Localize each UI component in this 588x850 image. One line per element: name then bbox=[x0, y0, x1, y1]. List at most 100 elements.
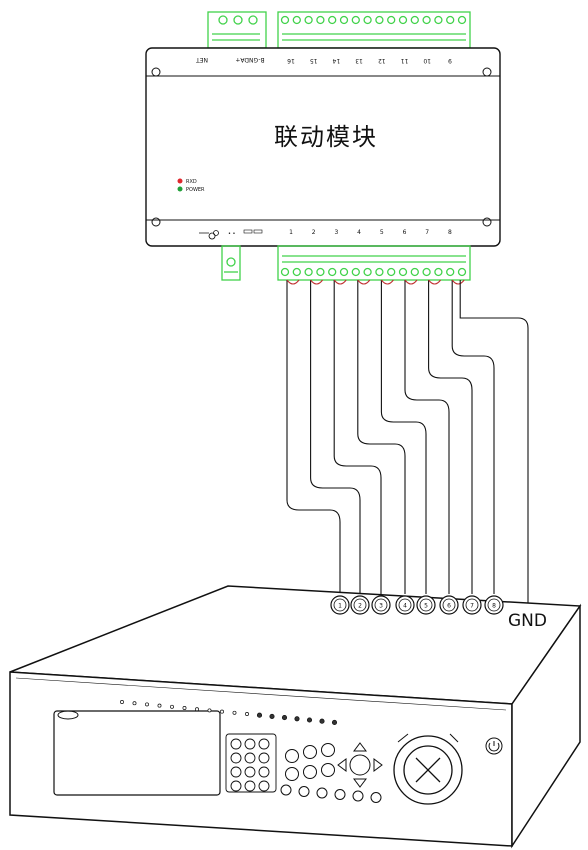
status-led-icon bbox=[331, 719, 338, 725]
terminal-screw-icon bbox=[387, 267, 396, 277]
alarm-input-label: 1 bbox=[338, 603, 342, 610]
terminal-screw-icon bbox=[339, 267, 349, 277]
alarm-input-terminal: 3 bbox=[371, 595, 391, 615]
alarm-input-terminal: 7 bbox=[462, 595, 482, 615]
terminal-screw-icon bbox=[328, 15, 337, 25]
terminal-screw-icon bbox=[316, 15, 325, 25]
dvr-keypad bbox=[225, 733, 277, 793]
keypad-key[interactable] bbox=[258, 738, 270, 750]
terminal-screw-icon bbox=[339, 15, 349, 25]
keypad-key[interactable] bbox=[258, 780, 270, 792]
terminal-screw-icon bbox=[328, 267, 337, 277]
terminal-screw-icon bbox=[292, 15, 301, 25]
alarm-input-terminal: 4 bbox=[395, 595, 415, 615]
alarm-input-label: 7 bbox=[470, 603, 474, 610]
alarm-wire bbox=[357, 280, 406, 594]
terminal-screw-icon bbox=[422, 15, 431, 25]
dvr-side-face bbox=[511, 603, 581, 849]
bottom-port-label: 4 bbox=[357, 229, 361, 236]
status-led-icon bbox=[207, 708, 212, 713]
playback-button[interactable] bbox=[334, 789, 346, 800]
bottom-terminal-block-power bbox=[221, 245, 241, 281]
dvr-power-button[interactable] bbox=[485, 737, 503, 755]
terminal-screw-icon bbox=[446, 15, 455, 25]
module-title: 联动模块 bbox=[274, 123, 378, 151]
terminal-screw-icon bbox=[387, 15, 396, 25]
top-port-label: 11 bbox=[401, 57, 409, 64]
status-led-icon bbox=[245, 712, 249, 716]
terminal-screw-icon bbox=[410, 267, 419, 277]
keypad-key[interactable] bbox=[244, 752, 256, 764]
keypad-key[interactable] bbox=[230, 738, 242, 750]
terminal-screw-icon bbox=[292, 267, 301, 277]
keypad-key[interactable] bbox=[244, 766, 256, 778]
status-led-icon bbox=[170, 704, 174, 709]
svg-text:• •: • • bbox=[228, 231, 236, 237]
bottom-port-label: 1 bbox=[289, 229, 293, 236]
keypad-key[interactable] bbox=[230, 752, 242, 764]
alarm-input-label: 6 bbox=[447, 603, 451, 610]
alarm-input-terminal: 8 bbox=[484, 595, 504, 615]
function-button[interactable] bbox=[321, 743, 335, 757]
top-port-label: 15 bbox=[310, 57, 318, 64]
terminal-screw-icon bbox=[446, 267, 455, 277]
bottom-port-label: 5 bbox=[380, 229, 384, 236]
alarm-input-terminal: 2 bbox=[350, 595, 370, 615]
status-led-icon bbox=[256, 712, 263, 718]
terminal-screw-icon bbox=[363, 15, 372, 25]
alarm-wire bbox=[286, 280, 341, 594]
terminal-screw-icon bbox=[304, 15, 313, 25]
alarm-input-label: 2 bbox=[358, 603, 362, 610]
playback-button[interactable] bbox=[298, 786, 310, 797]
alarm-wire bbox=[333, 280, 382, 594]
alarm-input-label: 4 bbox=[403, 603, 407, 610]
rxd-led-icon bbox=[177, 178, 183, 184]
function-button[interactable] bbox=[321, 763, 335, 777]
terminal-screw-icon bbox=[410, 15, 419, 25]
common-wire bbox=[380, 279, 394, 285]
terminal-screw-icon bbox=[351, 267, 360, 277]
svg-text:POWER: POWER bbox=[186, 187, 205, 193]
playback-button[interactable] bbox=[280, 784, 292, 796]
function-button[interactable] bbox=[285, 749, 299, 763]
status-led-icon bbox=[132, 701, 137, 706]
gnd-label: GND bbox=[508, 611, 547, 631]
terminal-screw-icon bbox=[434, 15, 443, 25]
keypad-key[interactable] bbox=[244, 738, 256, 750]
rxd-indicator: RXD bbox=[177, 178, 197, 185]
top-port-label: 9 bbox=[448, 57, 452, 64]
keypad-key[interactable] bbox=[230, 766, 242, 778]
status-led-icon bbox=[294, 716, 300, 722]
function-button[interactable] bbox=[285, 767, 299, 781]
alarm-input-label: 3 bbox=[379, 603, 383, 610]
function-button[interactable] bbox=[303, 745, 317, 759]
terminal-screw-icon bbox=[375, 267, 384, 277]
keypad-key[interactable] bbox=[258, 752, 270, 764]
svg-text:RXD: RXD bbox=[186, 179, 197, 185]
common-wire bbox=[451, 279, 465, 285]
function-button[interactable] bbox=[303, 765, 317, 779]
alarm-wire bbox=[380, 280, 427, 594]
playback-button[interactable] bbox=[370, 792, 382, 803]
ground-wire bbox=[459, 280, 529, 604]
mount-hole-icon bbox=[482, 67, 492, 77]
terminal-screw-icon bbox=[398, 15, 408, 25]
alarm-input-label: 8 bbox=[492, 603, 496, 610]
terminal-screw-icon bbox=[304, 267, 313, 277]
terminal-screw-icon bbox=[434, 267, 443, 277]
keypad-key[interactable] bbox=[258, 766, 270, 778]
dvr-jog-shuttle-dial bbox=[393, 735, 463, 805]
keypad-key[interactable] bbox=[230, 780, 242, 792]
dvr-dpad bbox=[337, 742, 383, 788]
keypad-key[interactable] bbox=[244, 780, 256, 792]
mount-hole-icon bbox=[151, 217, 161, 227]
terminal-screw-icon bbox=[280, 267, 290, 277]
bottom-port-label: 6 bbox=[403, 229, 407, 236]
common-wire bbox=[333, 279, 347, 285]
playback-button[interactable] bbox=[316, 787, 328, 799]
status-led-icon bbox=[195, 707, 199, 712]
bus-label: B-GNDA+ bbox=[235, 56, 264, 63]
playback-button[interactable] bbox=[352, 790, 364, 802]
